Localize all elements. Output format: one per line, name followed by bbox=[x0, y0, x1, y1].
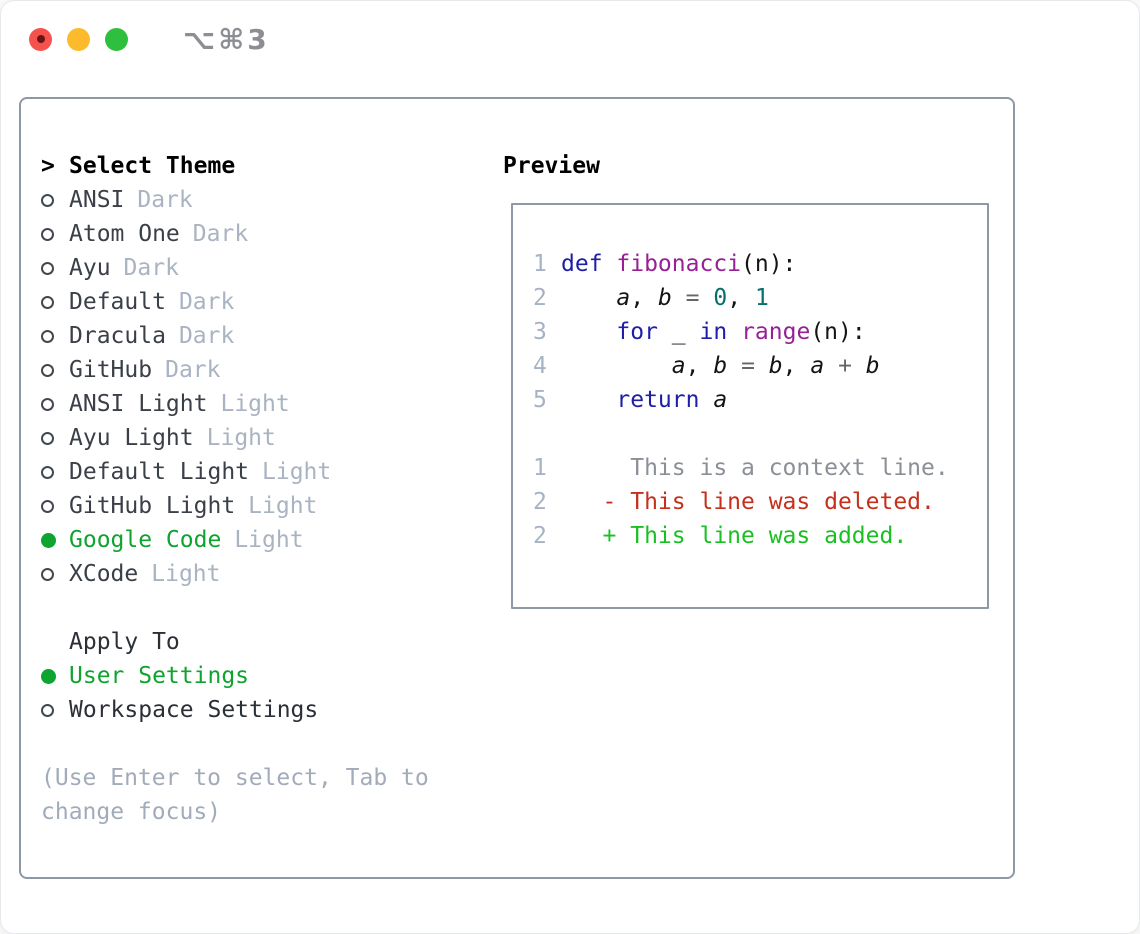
theme-variant: Dark bbox=[137, 187, 193, 213]
line-number: 1 bbox=[533, 455, 547, 481]
option-name: User Settings bbox=[69, 663, 250, 689]
theme-variant: Dark bbox=[192, 221, 249, 247]
apply-to-header: Apply To bbox=[41, 625, 491, 659]
theme-name: XCode bbox=[69, 561, 139, 587]
radio-icon bbox=[41, 261, 69, 275]
theme-name: Atom One bbox=[69, 221, 180, 247]
line-number: 3 bbox=[533, 319, 547, 345]
line-number: 2 bbox=[533, 523, 547, 549]
selection-caret-icon: > bbox=[41, 153, 55, 179]
option-name: Workspace Settings bbox=[69, 697, 319, 723]
theme-variant: Dark bbox=[123, 255, 179, 281]
radio-icon bbox=[41, 227, 69, 241]
theme-variant: Dark bbox=[165, 357, 221, 383]
radio-icon bbox=[41, 329, 69, 343]
radio-icon bbox=[41, 703, 69, 717]
theme-item[interactable]: GitHub Light Light bbox=[41, 489, 491, 523]
theme-item[interactable]: Default Light Light bbox=[41, 455, 491, 489]
theme-variant: Dark bbox=[178, 323, 235, 349]
preview-line bbox=[533, 417, 987, 451]
window-title-shortcut: ⌥⌘3 bbox=[183, 22, 270, 56]
theme-variant: Light bbox=[151, 561, 221, 587]
line-content: - This line was deleted. bbox=[561, 489, 935, 515]
preview-line: 1 This is a context line. bbox=[533, 451, 987, 485]
theme-picker-column: > Select Theme ANSI Dark Atom One Dark A… bbox=[41, 149, 491, 829]
theme-item[interactable]: ANSI Dark bbox=[41, 183, 491, 217]
line-number: 2 bbox=[533, 489, 547, 515]
theme-item[interactable]: Atom One Dark bbox=[41, 217, 491, 251]
preview-line: 5 return a bbox=[533, 383, 987, 417]
preview-box: 1 def fibonacci(n): 2 a, b = 0, 1 3 for … bbox=[511, 203, 989, 609]
apply-to-title: Apply To bbox=[69, 629, 180, 655]
theme-name: Default bbox=[69, 289, 166, 315]
preview-line: 4 a, b = b, a + b bbox=[533, 349, 987, 383]
preview-line: 2 + This line was added. bbox=[533, 519, 987, 553]
theme-item[interactable]: Dracula Dark bbox=[41, 319, 491, 353]
hint-text: (Use Enter to select, Tab to change focu… bbox=[41, 765, 429, 825]
line-content: def fibonacci(n): bbox=[561, 251, 797, 277]
theme-picker-panel: > Select Theme ANSI Dark Atom One Dark A… bbox=[19, 97, 1015, 879]
apply-to-option[interactable]: Workspace Settings bbox=[41, 693, 491, 727]
theme-variant: Light bbox=[220, 391, 290, 417]
apply-to-options: User Settings Workspace Settings bbox=[41, 659, 491, 727]
line-content: a, b = 0, 1 bbox=[616, 285, 769, 311]
line-content: for _ in range(n): bbox=[616, 319, 866, 345]
theme-item[interactable]: GitHub Dark bbox=[41, 353, 491, 387]
apply-to-option[interactable]: User Settings bbox=[41, 659, 491, 693]
theme-item[interactable]: Ayu Dark bbox=[41, 251, 491, 285]
theme-variant: Light bbox=[262, 459, 332, 485]
minimize-button[interactable] bbox=[67, 27, 90, 51]
theme-name: GitHub Light bbox=[69, 493, 236, 519]
radio-icon bbox=[41, 465, 69, 479]
theme-name: GitHub bbox=[69, 357, 153, 383]
theme-name: Default Light bbox=[69, 459, 250, 485]
preview-line: 2 a, b = 0, 1 bbox=[533, 281, 987, 315]
preview-title: Preview bbox=[503, 153, 600, 179]
theme-item[interactable]: ANSI Light Light bbox=[41, 387, 491, 421]
theme-item[interactable]: Default Dark bbox=[41, 285, 491, 319]
line-number: 1 bbox=[533, 251, 547, 277]
theme-name: Google Code bbox=[69, 527, 222, 553]
line-content: a, b = b, a + b bbox=[671, 353, 880, 379]
select-theme-header: > Select Theme bbox=[41, 149, 491, 183]
theme-variant: Light bbox=[234, 527, 304, 553]
apply-to-section: Apply To User Settings Workspace Setting… bbox=[41, 625, 491, 727]
theme-item[interactable]: Ayu Light Light bbox=[41, 421, 491, 455]
line-number: 5 bbox=[533, 387, 547, 413]
radio-icon bbox=[41, 193, 69, 207]
preview-line: 2 - This line was deleted. bbox=[533, 485, 987, 519]
radio-icon bbox=[41, 499, 69, 513]
preview-line: 3 for _ in range(n): bbox=[533, 315, 987, 349]
theme-name: ANSI Light bbox=[69, 391, 208, 417]
theme-item[interactable]: Google Code Light bbox=[41, 523, 491, 557]
select-theme-title: Select Theme bbox=[69, 153, 236, 179]
radio-icon bbox=[41, 431, 69, 445]
theme-variant: Dark bbox=[178, 289, 235, 315]
zoom-button[interactable] bbox=[105, 27, 128, 51]
line-content: This is a context line. bbox=[561, 455, 949, 481]
preview-line: 1 def fibonacci(n): bbox=[533, 247, 987, 281]
line-content: + This line was added. bbox=[561, 523, 908, 549]
line-content: return a bbox=[616, 387, 728, 413]
radio-icon bbox=[41, 295, 69, 309]
theme-variant: Light bbox=[206, 425, 276, 451]
line-number: 4 bbox=[533, 353, 547, 379]
theme-list: ANSI Dark Atom One Dark Ayu Dark Default… bbox=[41, 183, 491, 591]
titlebar: ⌥⌘3 bbox=[1, 1, 1139, 77]
theme-name: ANSI bbox=[69, 187, 125, 213]
radio-icon bbox=[41, 567, 69, 581]
line-number: 2 bbox=[533, 285, 547, 311]
theme-name: Dracula bbox=[69, 323, 166, 349]
theme-variant: Light bbox=[248, 493, 318, 519]
radio-icon bbox=[41, 668, 69, 684]
radio-icon bbox=[41, 363, 69, 377]
radio-icon bbox=[41, 397, 69, 411]
preview-column: Preview 1 def fibonacci(n): 2 a, b = 0, … bbox=[503, 149, 993, 609]
theme-item[interactable]: XCode Light bbox=[41, 557, 491, 591]
close-button[interactable] bbox=[29, 27, 52, 51]
radio-icon bbox=[41, 532, 69, 548]
theme-name: Ayu Light bbox=[69, 425, 194, 451]
theme-name: Ayu bbox=[69, 255, 111, 281]
